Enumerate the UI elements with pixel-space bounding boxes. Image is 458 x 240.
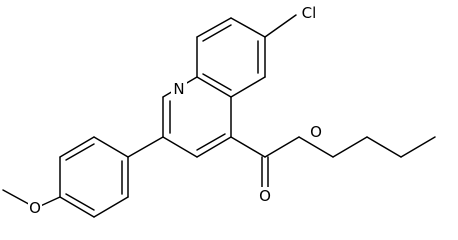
bond [230, 136, 266, 158]
atom-labels: N Cl O O O [28, 4, 323, 218]
chemical-structure-diagram: N Cl O O O [2, 4, 436, 218]
carbonyl-oxygen-label: O [259, 187, 271, 205]
ester-oxygen-label: O [310, 123, 322, 141]
bond [202, 73, 232, 91]
bond [196, 76, 232, 98]
bond [400, 136, 436, 158]
bond [196, 17, 232, 38]
bond [230, 17, 266, 38]
bond [264, 14, 297, 38]
bond [127, 136, 164, 158]
chlorine-label: Cl [302, 4, 317, 22]
bond [93, 196, 129, 218]
bond [298, 136, 334, 158]
bond [196, 133, 226, 151]
bond [264, 136, 300, 158]
bond [59, 196, 95, 218]
bond [202, 24, 232, 42]
methoxy-oxygen-label: O [29, 199, 41, 217]
bond [196, 136, 232, 158]
bond [366, 136, 402, 158]
bond [65, 143, 95, 161]
bond [332, 136, 368, 158]
bond [93, 136, 129, 158]
bonds [2, 14, 436, 218]
nitrogen-label: N [173, 80, 184, 98]
bond [65, 193, 95, 211]
bond [59, 136, 95, 158]
bond [162, 136, 198, 158]
bond [230, 76, 266, 98]
